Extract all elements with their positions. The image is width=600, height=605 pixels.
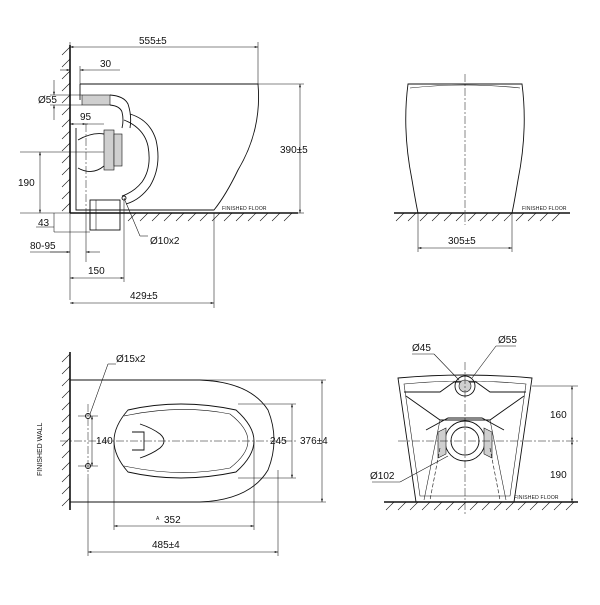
top-fixing-hole-size: Ø15x2 <box>116 354 146 365</box>
dim-lower-height: 190 <box>550 470 567 481</box>
dim-inlet: Ø55 <box>38 95 57 106</box>
dim-depth-overall: 555±5 <box>139 36 167 47</box>
dim-inlet-small: Ø45 <box>412 343 431 354</box>
rim-channel <box>109 94 132 129</box>
dim-outlet: Ø102 <box>370 471 395 482</box>
dim-fixing-offset: 150 <box>88 266 105 277</box>
dim-overall-width: 376±4 <box>300 436 328 447</box>
front-floor-label: FINISHED FLOOR <box>522 206 567 212</box>
top-wall-hatch <box>61 353 71 507</box>
outlet-seal <box>113 133 123 167</box>
side-view: FINISHED FLOOR 555±5 30 <box>18 36 308 308</box>
dim-overall-length: 485±4 <box>152 540 180 551</box>
rear-body-outline <box>397 374 533 503</box>
side-floor-label: FINISHED FLOOR <box>222 206 267 212</box>
dim-base-depth: 429±5 <box>130 291 158 302</box>
outlet-seal-left <box>437 427 447 459</box>
hidden-trap-lines <box>429 447 501 501</box>
rear-floor-label: FINISHED FLOOR <box>514 495 559 501</box>
bowl-outline <box>75 83 259 211</box>
finished-wall-label: FINISHED WALL <box>37 422 44 476</box>
dim-bowl-length: 352 <box>164 515 181 526</box>
dim-height: 390±5 <box>280 145 308 156</box>
fixing-hole-size: Ø10x2 <box>150 236 180 247</box>
top-outer-outline <box>70 379 275 503</box>
dim-outlet-offset: 95 <box>80 112 92 123</box>
dim-wall-range: 80-95 <box>30 241 56 252</box>
floor-hatch <box>127 212 293 222</box>
rear-floor-hatch <box>385 501 575 511</box>
outlet-seal-right <box>483 427 493 459</box>
front-floor-hatch <box>395 212 561 222</box>
outlet-pipe <box>77 133 105 172</box>
trapway <box>125 113 159 205</box>
dim-inlet-large: Ø55 <box>498 335 517 346</box>
outlet-connector <box>103 129 115 171</box>
dim-outlet-height: 190 <box>18 178 35 189</box>
dim-upper-height: 160 <box>550 410 567 421</box>
front-view: FINISHED FLOOR 305±5 <box>394 74 570 252</box>
trapway-inner <box>121 119 150 197</box>
inlet-spud <box>81 94 111 106</box>
dim-base-width: 305±5 <box>448 236 476 247</box>
mark-a: A <box>156 516 160 522</box>
floor-waste-pipe <box>89 199 121 231</box>
dim-hole-spacing: 140 <box>96 436 113 447</box>
rear-view: FINISHED FLOOR Ø45 Ø55 160 190 Ø102 <box>370 335 578 516</box>
dim-bowl-width: 245 <box>270 436 287 447</box>
rear-body-inner <box>403 380 527 497</box>
top-view: FINISHED WALL Ø15x2 140 245 376±4 A 352 <box>37 352 328 556</box>
rim-channel-inner <box>109 104 124 129</box>
dim-wall-offset: 30 <box>100 59 112 70</box>
dim-floor-outlet: 43 <box>38 218 50 229</box>
wall-hatch <box>61 46 71 212</box>
